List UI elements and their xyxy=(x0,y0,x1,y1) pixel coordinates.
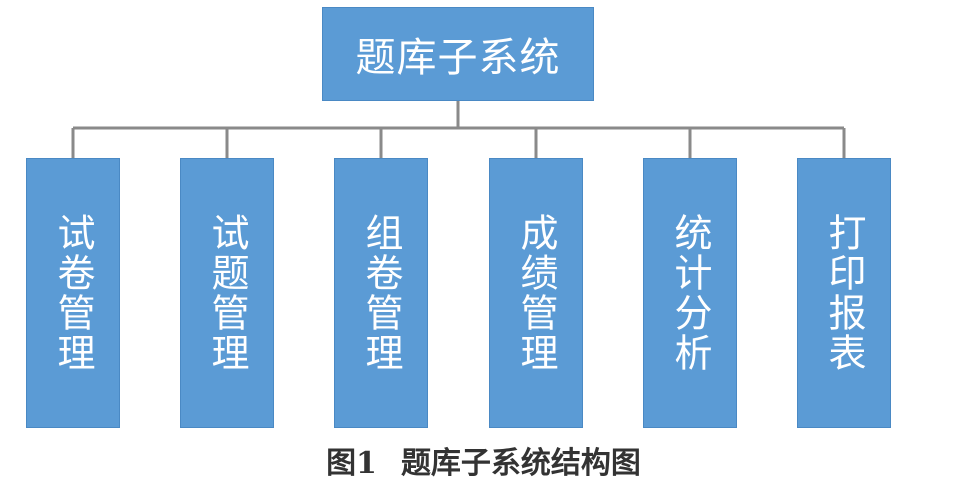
figure-label: 图1 xyxy=(326,446,377,481)
child-node-statistical-analysis: 统计分析 xyxy=(643,158,737,428)
root-node: 题库子系统 xyxy=(322,7,594,101)
child-node-label: 试卷管理 xyxy=(51,213,95,373)
root-node-label: 题库子系统 xyxy=(355,35,561,81)
child-node-paper-assembly-management: 组卷管理 xyxy=(334,158,428,428)
figure-caption: 图1 题库子系统结构图 xyxy=(0,444,967,484)
child-node-print-reports: 打印报表 xyxy=(797,158,891,428)
child-node-label: 统计分析 xyxy=(668,213,712,373)
child-node-label: 打印报表 xyxy=(822,213,866,373)
child-node-label: 组卷管理 xyxy=(359,213,403,373)
child-node-question-management: 试题管理 xyxy=(180,158,274,428)
child-node-label: 试题管理 xyxy=(205,213,249,373)
figure-caption-text: 题库子系统结构图 xyxy=(400,446,641,481)
child-node-exam-paper-management: 试卷管理 xyxy=(26,158,120,428)
child-node-score-management: 成绩管理 xyxy=(489,158,583,428)
child-node-label: 成绩管理 xyxy=(514,213,558,373)
